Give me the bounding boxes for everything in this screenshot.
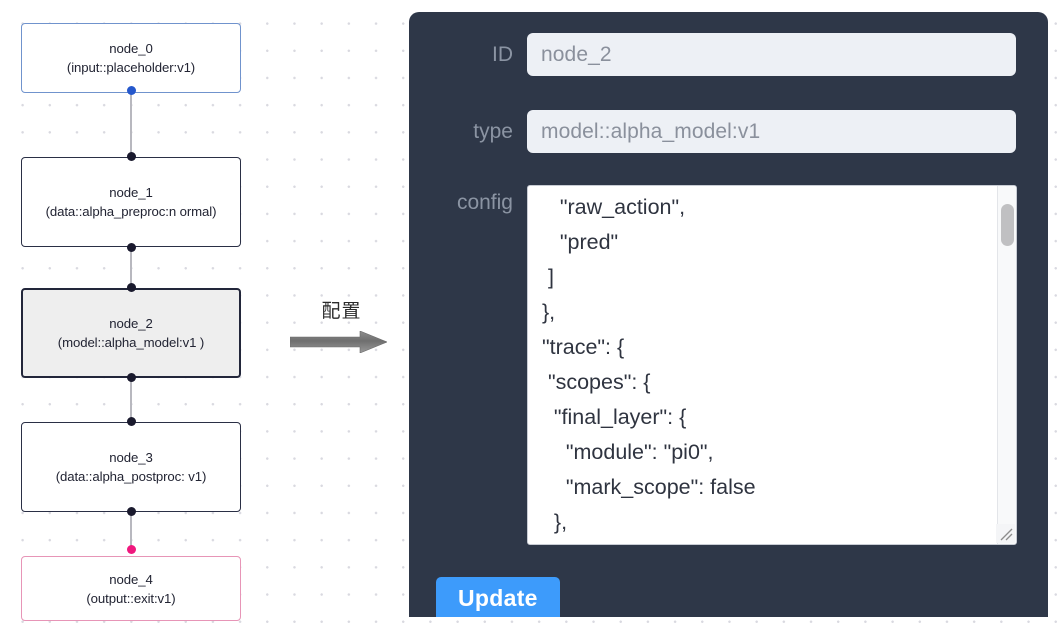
update-button[interactable]: Update <box>436 577 560 617</box>
annotation-arrow-group: 配置 <box>289 300 394 360</box>
id-input[interactable]: node_2 <box>527 33 1016 76</box>
config-field-label: config <box>456 191 513 214</box>
config-field-row: config "raw_action", "pred" ] }, "trace"… <box>409 185 1048 545</box>
port-node0-out[interactable] <box>126 86 136 95</box>
right-arrow-icon <box>290 331 387 353</box>
graph-node-node_4[interactable]: node_4 (output::exit:v1) <box>21 556 241 621</box>
edge-node0-node1 <box>130 90 132 156</box>
node-id-label: node_1 <box>109 185 153 200</box>
node-type-label: (data::alpha_preproc:n ormal) <box>45 204 217 219</box>
port-node3-out[interactable] <box>126 507 136 516</box>
resize-handle-icon[interactable] <box>996 524 1015 543</box>
graph-node-node_3[interactable]: node_3 (data::alpha_postproc: v1) <box>21 422 241 512</box>
type-input[interactable]: model::alpha_model:v1 <box>527 110 1016 153</box>
edge-node2-node3 <box>130 377 132 443</box>
port-node3-in[interactable] <box>126 417 136 426</box>
type-field-label: type <box>473 119 513 143</box>
node-type-label: (model::alpha_model:v1 ) <box>57 335 205 350</box>
graph-node-node_1[interactable]: node_1 (data::alpha_preproc:n ormal) <box>21 157 241 247</box>
port-node2-out[interactable] <box>126 373 136 382</box>
node-config-panel[interactable]: ID node_2 type model::alpha_model:v1 con… <box>409 12 1048 617</box>
graph-node-node_0[interactable]: node_0 (input::placeholder:v1) <box>21 23 241 93</box>
port-node4-in[interactable] <box>126 545 136 554</box>
scrollbar-thumb[interactable] <box>1001 204 1014 246</box>
id-field-row: ID node_2 <box>409 33 1048 76</box>
node-type-label: (output::exit:v1) <box>86 590 176 606</box>
port-node1-out[interactable] <box>126 243 136 252</box>
annotation-label: 配置 <box>321 301 362 322</box>
node-type-label: (data::alpha_postproc: v1) <box>55 469 207 484</box>
config-textarea-wrapper[interactable]: "raw_action", "pred" ] }, "trace": { "sc… <box>527 185 1017 545</box>
type-field-row: type model::alpha_model:v1 <box>409 110 1048 153</box>
node-graph[interactable]: node_0 (input::placeholder:v1) node_1 (d… <box>0 0 400 643</box>
port-node1-in[interactable] <box>126 152 136 161</box>
node-id-label: node_0 <box>109 41 153 56</box>
port-node2-in[interactable] <box>126 283 136 292</box>
node-id-label: node_4 <box>109 571 153 587</box>
node-id-label: node_2 <box>109 316 153 331</box>
vertical-scrollbar[interactable] <box>997 186 1016 544</box>
node-type-label: (input::placeholder:v1) <box>66 60 196 75</box>
id-field-label: ID <box>492 42 513 66</box>
graph-node-node_2[interactable]: node_2 (model::alpha_model:v1 ) <box>21 288 241 378</box>
node-id-label: node_3 <box>109 450 153 465</box>
config-textarea[interactable]: "raw_action", "pred" ] }, "trace": { "sc… <box>541 195 756 534</box>
edge-node3-node4 <box>130 511 132 552</box>
